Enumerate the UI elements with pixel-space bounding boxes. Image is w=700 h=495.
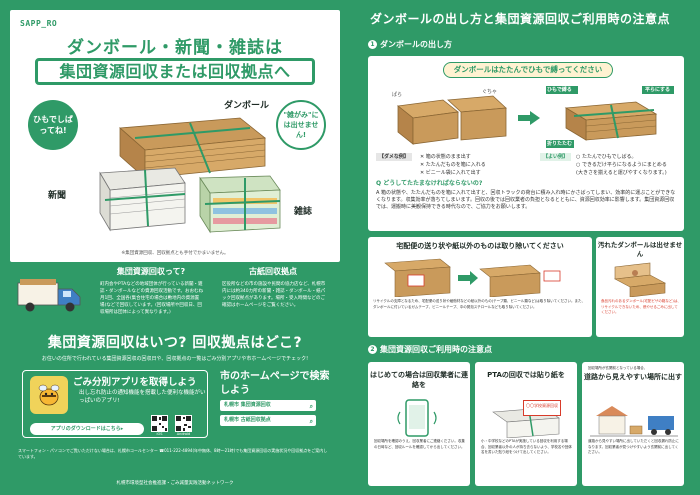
first-time-title: はじめての場合は回収業者に連絡を: [370, 371, 468, 389]
when-where-title: 集団資源回収はいつ? 回収拠点はどこ?: [47, 335, 303, 351]
visible-spot-title: 道路から見えやすい場所に出す: [584, 373, 682, 381]
visible-spot-text: 道路から見やすい場所に出していただくと回収漏れ防止になります。回収業者が見つけや…: [588, 439, 679, 454]
organization-footer: 札幌市環境型社会推進課・ごみ減量実践活動ネットワーク: [116, 481, 234, 486]
dirty-cardboard-text: 食品汚れのあるダンボール(宅配ピザの箱など)は、リサイクルできないため、燃やせる…: [601, 299, 681, 314]
pta-sign-badge: 〇〇学校資源回収: [523, 400, 561, 416]
right-page-title: ダンボールの出し方と集団資源回収ご利用時の注意点: [370, 12, 671, 26]
when-where-subtitle: お住いの住所で行われている集団資源回収の回収日や、回収拠点の一覧はごみ分別アプリ…: [41, 356, 309, 362]
step-fold-label: 折りたたむ: [547, 141, 573, 147]
hero-panel: SAPP_RO ダンボール・新聞・雑誌は 集団資源回収または回収拠点へ ひもでし…: [10, 10, 340, 262]
step-flatten-label: 平らにする: [645, 87, 671, 93]
headline-primary: ダンボール・新聞・雑誌は: [67, 38, 283, 58]
bubble-not-mixed-paper: "雑がみ"には出せません!: [276, 100, 326, 150]
qr-ios-label: iOS: [156, 432, 163, 436]
app-download-button[interactable]: アプリのダウンロードはこちら▸: [30, 423, 144, 435]
magazine-bundle-icon: [199, 175, 281, 234]
good-example-item: ○ たたんでひもでしばる。: [576, 154, 637, 160]
bad-example-tag: 【ダメな例】: [376, 153, 412, 161]
good-example-bundle-illustration: [546, 86, 674, 148]
search-group-collection-label: 札幌市 集団資源回収: [224, 402, 271, 408]
step-tie-label: ひもで縛る: [547, 87, 572, 93]
call-center-note: スマートフォン・パソコンでご覧いただけない場合は、札幌市コールセンター ☎011…: [18, 448, 328, 459]
bad-example-item: ✕ たたんだものを箱に入れる: [420, 162, 486, 168]
svg-text:ぐちゃ: ぐちゃ: [482, 89, 497, 95]
paper-bundles-illustration: [99, 117, 281, 234]
faq-answer: A 箱の状態や、たたんだものを箱に入れて出すと、回収トラックの荷台に積み入れ時に…: [376, 190, 676, 210]
hero-footnote: ※集団資源回収、回収拠点とも手付でかまいません。: [121, 251, 229, 256]
first-time-card: はじめての場合は回収業者に連絡を 回収場所を確認のうえ、回収業者にご連絡ください…: [368, 362, 470, 486]
left-page: SAPP_RO ダンボール・新聞・雑誌は 集団資源回収または回収拠点へ ひもでし…: [0, 0, 350, 495]
remove-labels-card: 宅配便の送り状や紙以外のものは取り除いてください リサイクルの支障となるため、宅…: [368, 237, 592, 337]
bee-mascot-icon: [30, 376, 68, 414]
label-magazine: 雑誌: [294, 207, 313, 217]
info-group-collection-text: 町内会やPTAなどの地域団体が行っている新聞・雑誌・ダンボールなどの資源回収活動…: [100, 282, 204, 315]
pta-sign-card: PTAの回収では貼り紙を 〇〇学校資源回収 小・中学校などのPTAが実施している…: [475, 362, 577, 486]
remove-labels-text: リサイクルの支障となるため、宅配便の送り状や緩衝材などの紙以外のもの(テープ類、…: [373, 299, 586, 309]
arrow-right-icon: [518, 111, 540, 125]
svg-text:ぱら: ぱら: [392, 91, 402, 98]
good-example-list: 【よい例】 ○ たたんでひもでしばる。 ○ できるだけ平らになるようにまとめる …: [540, 153, 667, 176]
app-promo-box: ごみ分別アプリを取得しよう 出し忘れ防止の通知機能を搭載した便利な機能がいっぱい…: [22, 370, 208, 438]
section1-heading-text: ダンボールの出し方: [380, 40, 452, 49]
cardboard-how-to-card: ダンボールはたたんでひもで縛ってください ぱら ぐちゃ: [368, 56, 684, 231]
phone-call-icon: [397, 399, 437, 437]
good-example-item: ○ できるだけ平らになるようにまとめる: [576, 162, 667, 168]
search-collection-points-label: 札幌市 古紙回収拠点: [224, 417, 271, 423]
search-icon: ⌕: [309, 403, 313, 410]
bubble-tie-with-string: ひもでしばってね!: [28, 100, 78, 150]
remove-labels-illustration: [384, 258, 561, 297]
newspaper-bundle-icon: [99, 167, 186, 232]
qr-code-android-icon[interactable]: [175, 415, 192, 432]
dirty-cardboard-title: 汚れたダンボールは出せません: [597, 241, 683, 258]
info-collection-points-text: 区役所などの市の施設や民間の協力店など、札幌市内には約340カ所の新聞・雑誌・ダ…: [222, 282, 326, 308]
headline-secondary: 集団資源回収または回収拠点へ: [35, 58, 315, 85]
app-description: 出し忘れ防止の通知機能を搭載した便利な機能がいっぱいのアプリ!: [79, 390, 206, 404]
search-group-collection[interactable]: 札幌市 集団資源回収 ⌕: [220, 400, 316, 411]
pta-sign-text: 小・中学校などのPTAが実施している回収を利用する場合、回収業者以外の人が持ち去…: [481, 439, 572, 454]
bad-example-list: 【ダメな例】 ✕ 箱の状態のまま出す ✕ たたんだものを箱に入れる ✕ ビニール…: [376, 153, 486, 176]
search-icon: ⌕: [309, 418, 313, 425]
good-example-tag: 【よい例】: [540, 153, 572, 161]
first-time-text: 回収場所を確認のうえ、回収業者にご連絡ください。収集の日時など、回収ルールを確認…: [374, 439, 465, 449]
app-title: ごみ分別アプリを取得しよう: [73, 377, 197, 388]
section1-number: 1: [368, 40, 377, 49]
city-website-title: 市のホームページで検索しよう: [220, 371, 330, 396]
when-where-band: 集団資源回収はいつ? 回収拠点はどこ? お住いの住所で行われている集団資源回収の…: [10, 330, 340, 362]
remove-labels-title: 宅配便の送り状や紙以外のものは取り除いてください: [396, 242, 564, 250]
city-website-box: 市のホームページで検索しよう 札幌市 集団資源回収 ⌕ 札幌市 古紙回収拠点 ⌕: [220, 370, 330, 438]
info-group-collection-title: 集団資源回収って?: [116, 267, 186, 276]
qr-android-label: Android: [176, 432, 191, 436]
pta-sign-title: PTAの回収では貼り紙を: [487, 371, 565, 379]
qr-code-ios-icon[interactable]: [151, 415, 168, 432]
bad-example-item: ✕ 箱の状態のまま出す: [420, 154, 471, 160]
section2-number: 2: [368, 345, 377, 354]
faq-block: Q どうしてたたまなければならないの? A 箱の状態や、たたんだものを箱に入れて…: [376, 180, 676, 211]
cardboard-bundle-icon: [119, 117, 267, 179]
visible-spot-card: 回収場所が玄関前となっている場合、 道路から見えやすい場所に出す 道路から見やす…: [582, 362, 684, 486]
search-collection-points[interactable]: 札幌市 古紙回収拠点 ⌕: [220, 415, 316, 426]
label-cardboard: ダンボール: [224, 101, 270, 111]
bad-example-item: ✕ ビニール袋に入れて出す: [420, 170, 481, 176]
label-newspaper: 新聞: [48, 191, 67, 201]
info-group-collection: 集団資源回収って? 町内会やPTAなどの地域団体が行っている新聞・雑誌・ダンボー…: [92, 262, 210, 332]
fold-and-tie-banner: ダンボールはたたんでひもで縛ってください: [443, 62, 613, 78]
bad-example-boxes-illustration: ぱら ぐちゃ: [392, 89, 507, 145]
section2-heading-text: 集団資源回収ご利用時の注意点: [380, 345, 492, 354]
house-road-icon: [590, 406, 678, 437]
dirty-cardboard-card: 汚れたダンボールは出せません 食品汚れのあるダンボール(宅配ピザの箱など)は、リ…: [596, 237, 684, 337]
info-collection-points-title: 古紙回収拠点: [249, 267, 297, 276]
faq-question: Q どうしてたたまなければならないの?: [376, 180, 483, 187]
info-collection-points: 古紙回収拠点 区役所などの市の施設や民間の協力店など、札幌市内には約340カ所の…: [214, 262, 332, 332]
visible-spot-pre: 回収場所が玄関前となっている場合、: [588, 366, 648, 370]
collection-truck-icon: [17, 279, 81, 312]
sapporo-logo: SAPP_RO: [20, 19, 58, 28]
good-example-item: (大きさを揃えると運びやすくなります。): [576, 170, 667, 176]
pizza-box-icon: [614, 262, 666, 297]
